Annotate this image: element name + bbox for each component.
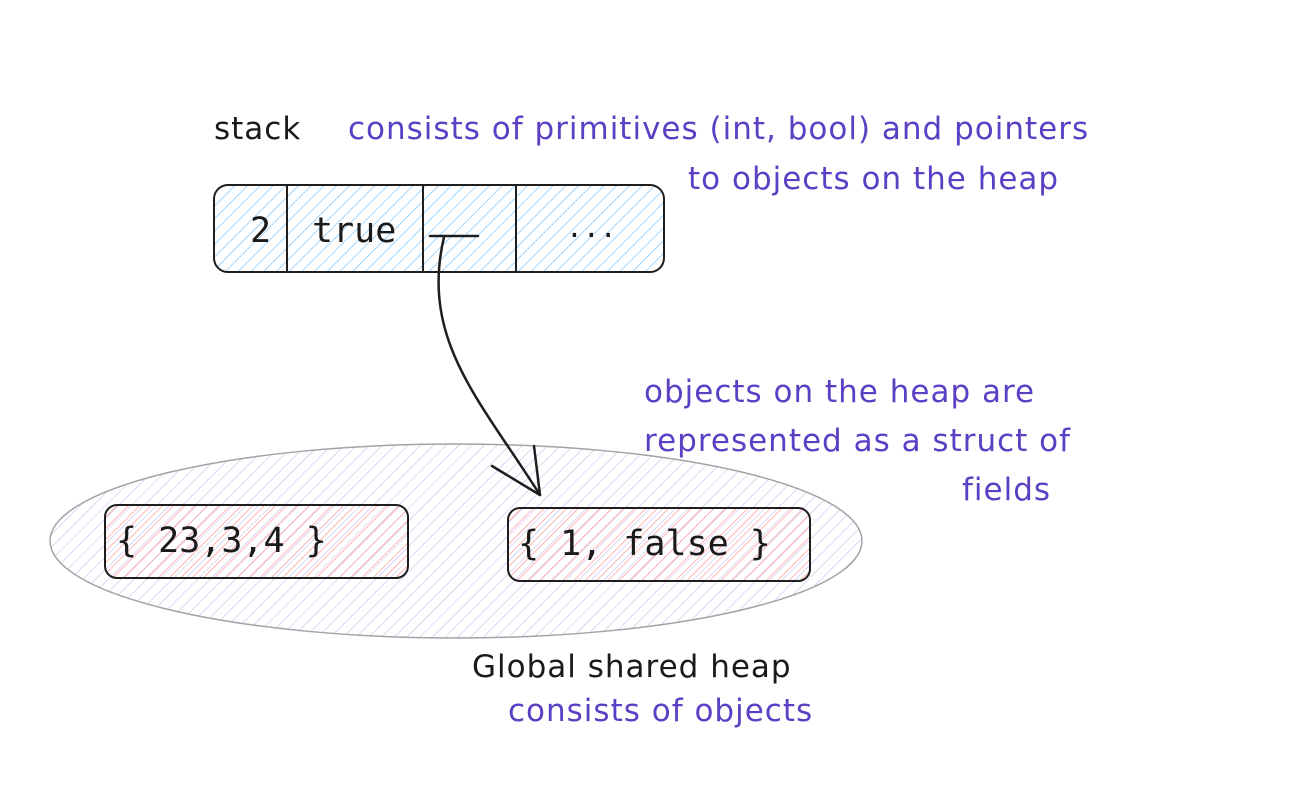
stack-label: stack (214, 111, 302, 147)
stack-note-line-2: to objects on the heap (688, 161, 1060, 197)
heap-object-1: { 23,3,4 } (116, 521, 327, 561)
pointer-arrow (437, 235, 542, 497)
heap-object-box-2 (507, 507, 811, 582)
stack-cell-int: 2 (250, 211, 272, 251)
stack-note-line-1: consists of primitives (int, bool) and p… (348, 111, 1090, 147)
heap-label: Global shared heap (472, 649, 792, 685)
pointer-arrowhead (490, 444, 542, 497)
heap-object-2: { 1, false } (518, 524, 771, 564)
heap-object-box-1 (104, 504, 409, 579)
heap-note-line-3: fields (962, 472, 1052, 508)
heap-sublabel: consists of objects (508, 693, 814, 729)
heap-note-line-2: represented as a struct of (644, 423, 1072, 459)
global-heap-ellipse (49, 443, 863, 639)
stack-cell-ellipsis: ... (566, 211, 617, 244)
heap-note-line-1: objects on the heap are (644, 374, 1036, 410)
stack-cell-bool: true (312, 211, 397, 251)
